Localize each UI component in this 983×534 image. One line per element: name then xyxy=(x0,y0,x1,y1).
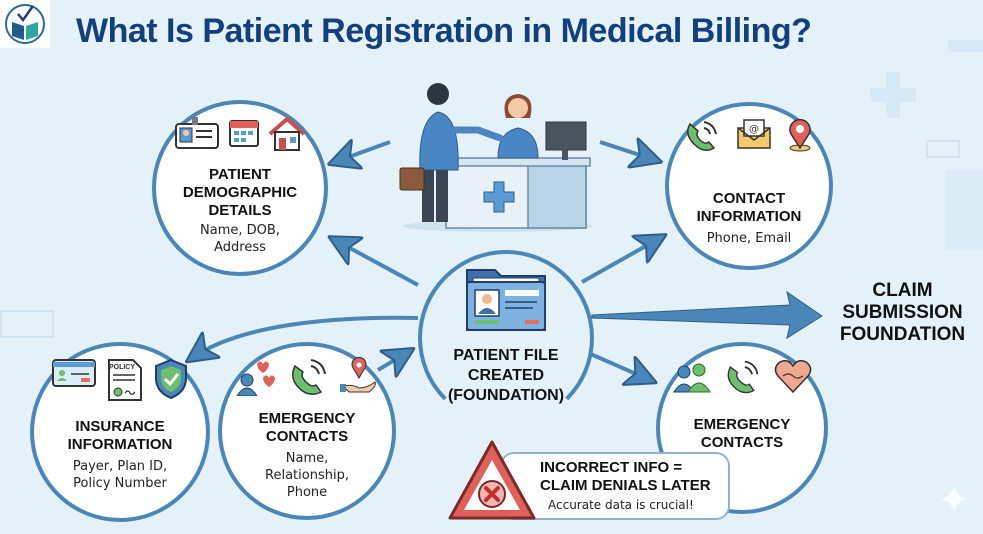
arrow-to-demographics-bottom xyxy=(335,240,419,287)
emergency-left-detail-line: Name, xyxy=(285,451,329,466)
emergency-left-heading-line: EMERGENCY xyxy=(258,410,356,427)
claim-line: SUBMISSION xyxy=(842,302,963,323)
arrow-to-contact-top xyxy=(599,142,655,160)
arrow-to-demographics-top xyxy=(335,142,391,162)
arrow-to-emergency-right xyxy=(585,350,650,380)
policy-label: POLICY xyxy=(109,364,135,371)
page-title: What Is Patient Registration in Medical … xyxy=(76,12,812,50)
warning-line: CLAIM DENIALS LATER xyxy=(540,477,711,494)
center-heading-line: PATIENT FILE xyxy=(453,347,559,364)
house-icon xyxy=(268,116,306,151)
email-envelope-icon: @ xyxy=(737,119,771,149)
arrow-to-claim-submission xyxy=(591,290,823,340)
receptionist-figure-icon xyxy=(474,94,539,159)
phone-icon xyxy=(292,359,326,395)
warning-callout: INCORRECT INFO = CLAIM DENIALS LATER Acc… xyxy=(500,452,730,520)
logo xyxy=(0,0,50,48)
patient-file-center-node: PATIENT FILE CREATED (FOUNDATION) xyxy=(418,250,594,426)
bg-cross-decoration xyxy=(0,310,54,338)
bg-cross-decoration xyxy=(945,170,983,250)
insurance-heading-line: INFORMATION xyxy=(67,436,173,453)
phone-icon xyxy=(727,360,759,394)
medical-cross-icon xyxy=(483,181,515,213)
computer-monitor-icon xyxy=(545,121,587,151)
insurance-detail-line: Payer, Plan ID, xyxy=(72,459,168,474)
svg-text:@: @ xyxy=(749,124,759,135)
claim-line: CLAIM xyxy=(872,280,933,301)
claim-submission-label: CLAIM SUBMISSION FOUNDATION xyxy=(830,280,975,346)
insurance-card-icon xyxy=(52,359,96,387)
bg-cross-decoration xyxy=(948,40,983,52)
warning-note: Accurate data is crucial! xyxy=(548,498,694,512)
arrow-to-contact-bottom xyxy=(581,238,660,284)
patient-figure-icon xyxy=(419,83,480,222)
id-badge-icon xyxy=(175,117,219,149)
arrow-to-insurance xyxy=(192,315,419,358)
shield-check-icon xyxy=(155,358,187,400)
emergency-left-detail-line: Relationship, xyxy=(265,468,349,483)
demographics-detail-line: Name, DOB, xyxy=(200,223,280,238)
phone-icon xyxy=(687,121,717,151)
bg-cross-decoration xyxy=(926,140,960,158)
warning-line: INCORRECT INFO = xyxy=(540,459,683,476)
contact-information-node: @ CONTACT INFORMATION Phone, Email xyxy=(665,102,833,270)
insurance-information-node: POLICY INSURANCE INFORMATION Payer, Plan… xyxy=(30,342,210,522)
demographics-heading-line: DEMOGRAPHIC xyxy=(182,184,298,201)
emergency-left-detail-line: Phone xyxy=(286,485,328,500)
insurance-detail-line: Policy Number xyxy=(73,476,167,491)
insurance-heading-line: INSURANCE xyxy=(75,418,165,435)
policy-document-icon: POLICY xyxy=(108,359,142,401)
arrow-from-emergency-left xyxy=(376,352,408,370)
emergency-left-heading-line: CONTACTS xyxy=(265,428,349,445)
demographics-heading-line: DETAILS xyxy=(208,202,272,219)
contact-heading-line: CONTACT xyxy=(712,190,786,207)
sparkle-icon xyxy=(940,485,968,513)
briefcase-icon xyxy=(399,167,425,191)
contact-heading-line: INFORMATION xyxy=(696,208,802,225)
handshake-heart-icon xyxy=(774,359,812,394)
demographics-detail-line: Address xyxy=(214,240,266,255)
person-hearts-icon xyxy=(236,361,275,396)
warning-triangle-x-icon xyxy=(448,440,536,520)
claim-line: FOUNDATION xyxy=(839,324,966,345)
location-pin-icon xyxy=(789,118,811,152)
patient-file-folder-icon xyxy=(466,269,546,331)
reception-illustration xyxy=(399,83,593,232)
book-checkmark-logo-icon xyxy=(5,4,45,44)
people-icon xyxy=(673,363,711,393)
patient-demographics-node: PATIENT DEMOGRAPHIC DETAILS Name, DOB, A… xyxy=(152,100,328,276)
center-heading-line: (FOUNDATION) xyxy=(447,387,565,404)
contact-detail-line: Phone, Email xyxy=(706,231,792,246)
emergency-contacts-left-node: EMERGENCY CONTACTS Name, Relationship, P… xyxy=(218,342,396,520)
emergency-right-heading-line: CONTACTS xyxy=(700,434,784,451)
emergency-right-heading-line: EMERGENCY xyxy=(693,416,791,433)
demographics-heading-line: PATIENT xyxy=(209,166,271,183)
bg-cross-decoration xyxy=(886,72,900,118)
calendar-icon xyxy=(229,120,259,147)
center-heading-line: CREATED xyxy=(467,367,545,384)
hand-location-pin-icon xyxy=(340,356,376,393)
